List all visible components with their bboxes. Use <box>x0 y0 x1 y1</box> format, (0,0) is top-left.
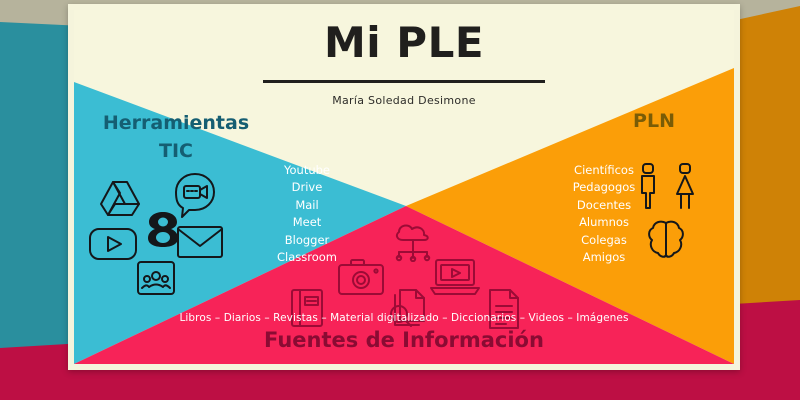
list-item: Drive <box>291 180 323 195</box>
page-title: Mi PLE <box>323 18 485 67</box>
cloud-icon <box>391 222 435 262</box>
pln-people-list: Científicos Pedagogos Docentes Alumnos C… <box>544 162 664 267</box>
section-heading-tic: Herramientas TIC <box>86 110 266 165</box>
list-item: Meet <box>292 215 322 230</box>
brain-icon <box>646 218 686 260</box>
list-item: Científicos <box>574 163 634 177</box>
list-item: Alumnos <box>579 215 629 230</box>
fuentes-item-line: Libros – Diarios – Revistas – Material d… <box>179 312 629 324</box>
poster-card: Mi PLE María Soledad Desimone Herramient… <box>68 4 740 370</box>
youtube-icon <box>88 226 138 262</box>
drive-icon <box>98 178 142 218</box>
list-item: Mail <box>295 197 319 212</box>
section-heading-tic-line1: Herramientas <box>102 112 250 134</box>
list-item: Youtube <box>284 163 330 177</box>
document-icon <box>486 288 522 330</box>
section-heading-tic-line2: TIC <box>159 139 193 162</box>
gmail-icon <box>176 224 224 260</box>
list-item: Classroom <box>276 250 337 265</box>
list-item: Pedagogos <box>572 180 636 195</box>
camera-icon <box>337 258 385 296</box>
classroom-icon <box>136 260 176 296</box>
list-item: Amigos <box>582 250 626 265</box>
section-heading-fuentes: Fuentes de Información <box>264 328 544 352</box>
person-male-icon <box>634 162 662 210</box>
list-item: Blogger <box>284 232 330 247</box>
book-icon <box>289 288 325 328</box>
laptop-video-icon <box>429 258 481 296</box>
poster-card-inner: Mi PLE María Soledad Desimone Herramient… <box>74 10 734 364</box>
document-search-icon <box>386 288 428 330</box>
tic-tool-list: Youtube Drive Mail Meet Blogger Classroo… <box>252 162 362 267</box>
list-item: Colegas <box>581 232 627 247</box>
poster-header: Mi PLE María Soledad Desimone <box>74 22 734 107</box>
person-female-icon <box>670 162 700 210</box>
blogger-icon <box>146 210 180 248</box>
list-item: Docentes <box>576 197 632 212</box>
author-name: María Soledad Desimone <box>332 94 476 107</box>
meet-icon <box>172 172 218 220</box>
section-heading-pln: PLN <box>633 110 675 132</box>
title-divider <box>263 80 545 83</box>
